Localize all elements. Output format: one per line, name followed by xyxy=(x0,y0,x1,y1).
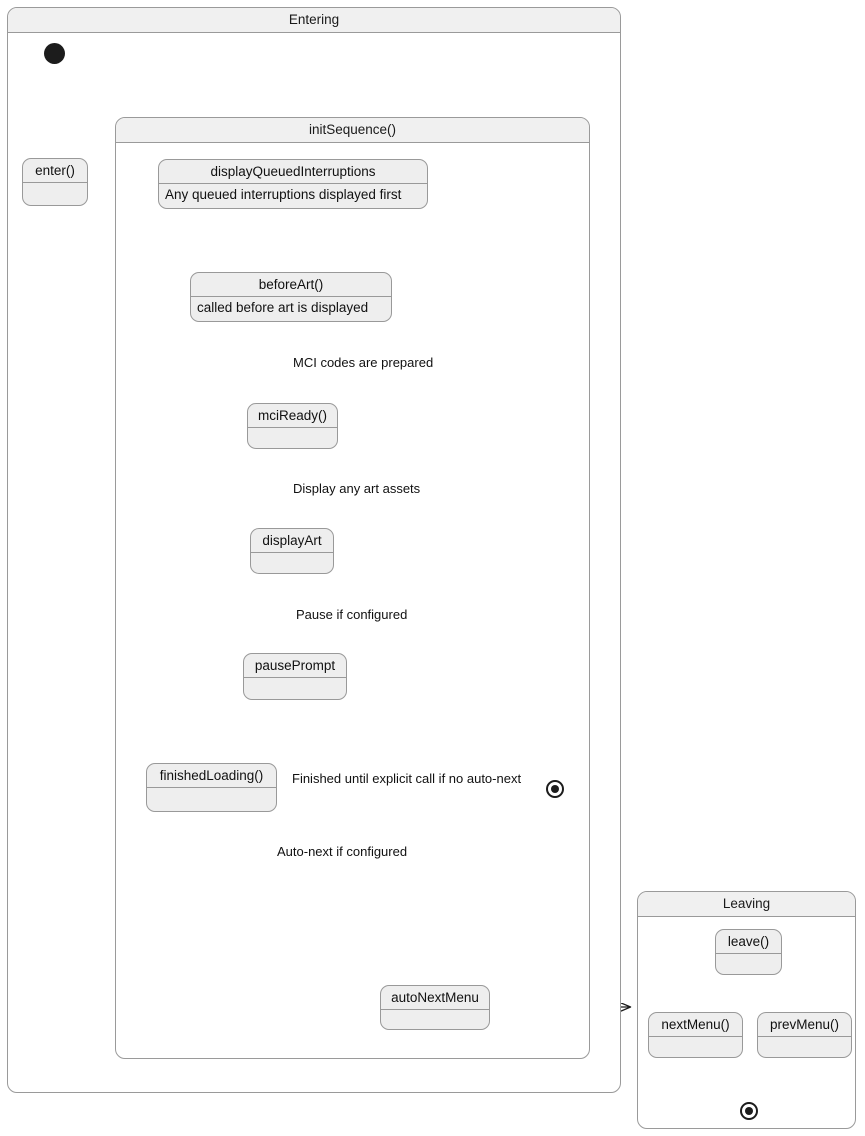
state-name-display-queued-interruptions: displayQueuedInterruptions xyxy=(159,160,427,184)
state-before-art[interactable]: beforeArt() called before art is display… xyxy=(190,272,392,322)
state-name-before-art: beforeArt() xyxy=(191,273,391,297)
state-name-finished-loading: finishedLoading() xyxy=(147,764,276,788)
state-display-art[interactable]: displayArt xyxy=(250,528,334,574)
state-name-display-art: displayArt xyxy=(251,529,333,553)
state-enter[interactable]: enter() xyxy=(22,158,88,206)
state-body-before-art: called before art is displayed xyxy=(197,300,369,315)
state-next-menu[interactable]: nextMenu() xyxy=(648,1012,743,1058)
state-name-auto-next-menu: autoNextMenu xyxy=(381,986,489,1010)
state-name-enter: enter() xyxy=(23,159,87,183)
transition-label-pause-if-configured: Pause if configured xyxy=(296,607,408,622)
state-name-leave: leave() xyxy=(716,930,781,954)
composite-title-entering: Entering xyxy=(8,8,620,33)
state-finished-loading[interactable]: finishedLoading() xyxy=(146,763,277,812)
state-mci-ready[interactable]: mciReady() xyxy=(247,403,338,449)
state-display-queued-interruptions[interactable]: displayQueuedInterruptions Any queued in… xyxy=(158,159,428,209)
composite-title-leaving: Leaving xyxy=(638,892,855,917)
state-name-pause-prompt: pausePrompt xyxy=(244,654,346,678)
state-prev-menu[interactable]: prevMenu() xyxy=(757,1012,852,1058)
transition-label-mci-prepared: MCI codes are prepared xyxy=(293,355,434,370)
state-pause-prompt[interactable]: pausePrompt xyxy=(243,653,347,700)
state-name-prev-menu: prevMenu() xyxy=(758,1013,851,1037)
composite-state-initsequence[interactable]: initSequence() xyxy=(115,117,590,1059)
final-state-entering[interactable] xyxy=(546,780,564,798)
final-state-leaving[interactable] xyxy=(740,1102,758,1120)
transition-label-autonext-if-configured: Auto-next if configured xyxy=(277,844,408,859)
initial-pseudostate-entering[interactable] xyxy=(44,43,65,64)
transition-label-finished-no-autonext: Finished until explicit call if no auto-… xyxy=(292,771,522,786)
state-name-mci-ready: mciReady() xyxy=(248,404,337,428)
composite-title-initsequence: initSequence() xyxy=(116,118,589,143)
transition-label-display-art-assets: Display any art assets xyxy=(293,481,421,496)
composite-state-leaving[interactable]: Leaving xyxy=(637,891,856,1129)
state-auto-next-menu[interactable]: autoNextMenu xyxy=(380,985,490,1030)
state-body-display-queued-interruptions: Any queued interruptions displayed first xyxy=(165,187,402,202)
state-leave[interactable]: leave() xyxy=(715,929,782,975)
state-name-next-menu: nextMenu() xyxy=(649,1013,742,1037)
